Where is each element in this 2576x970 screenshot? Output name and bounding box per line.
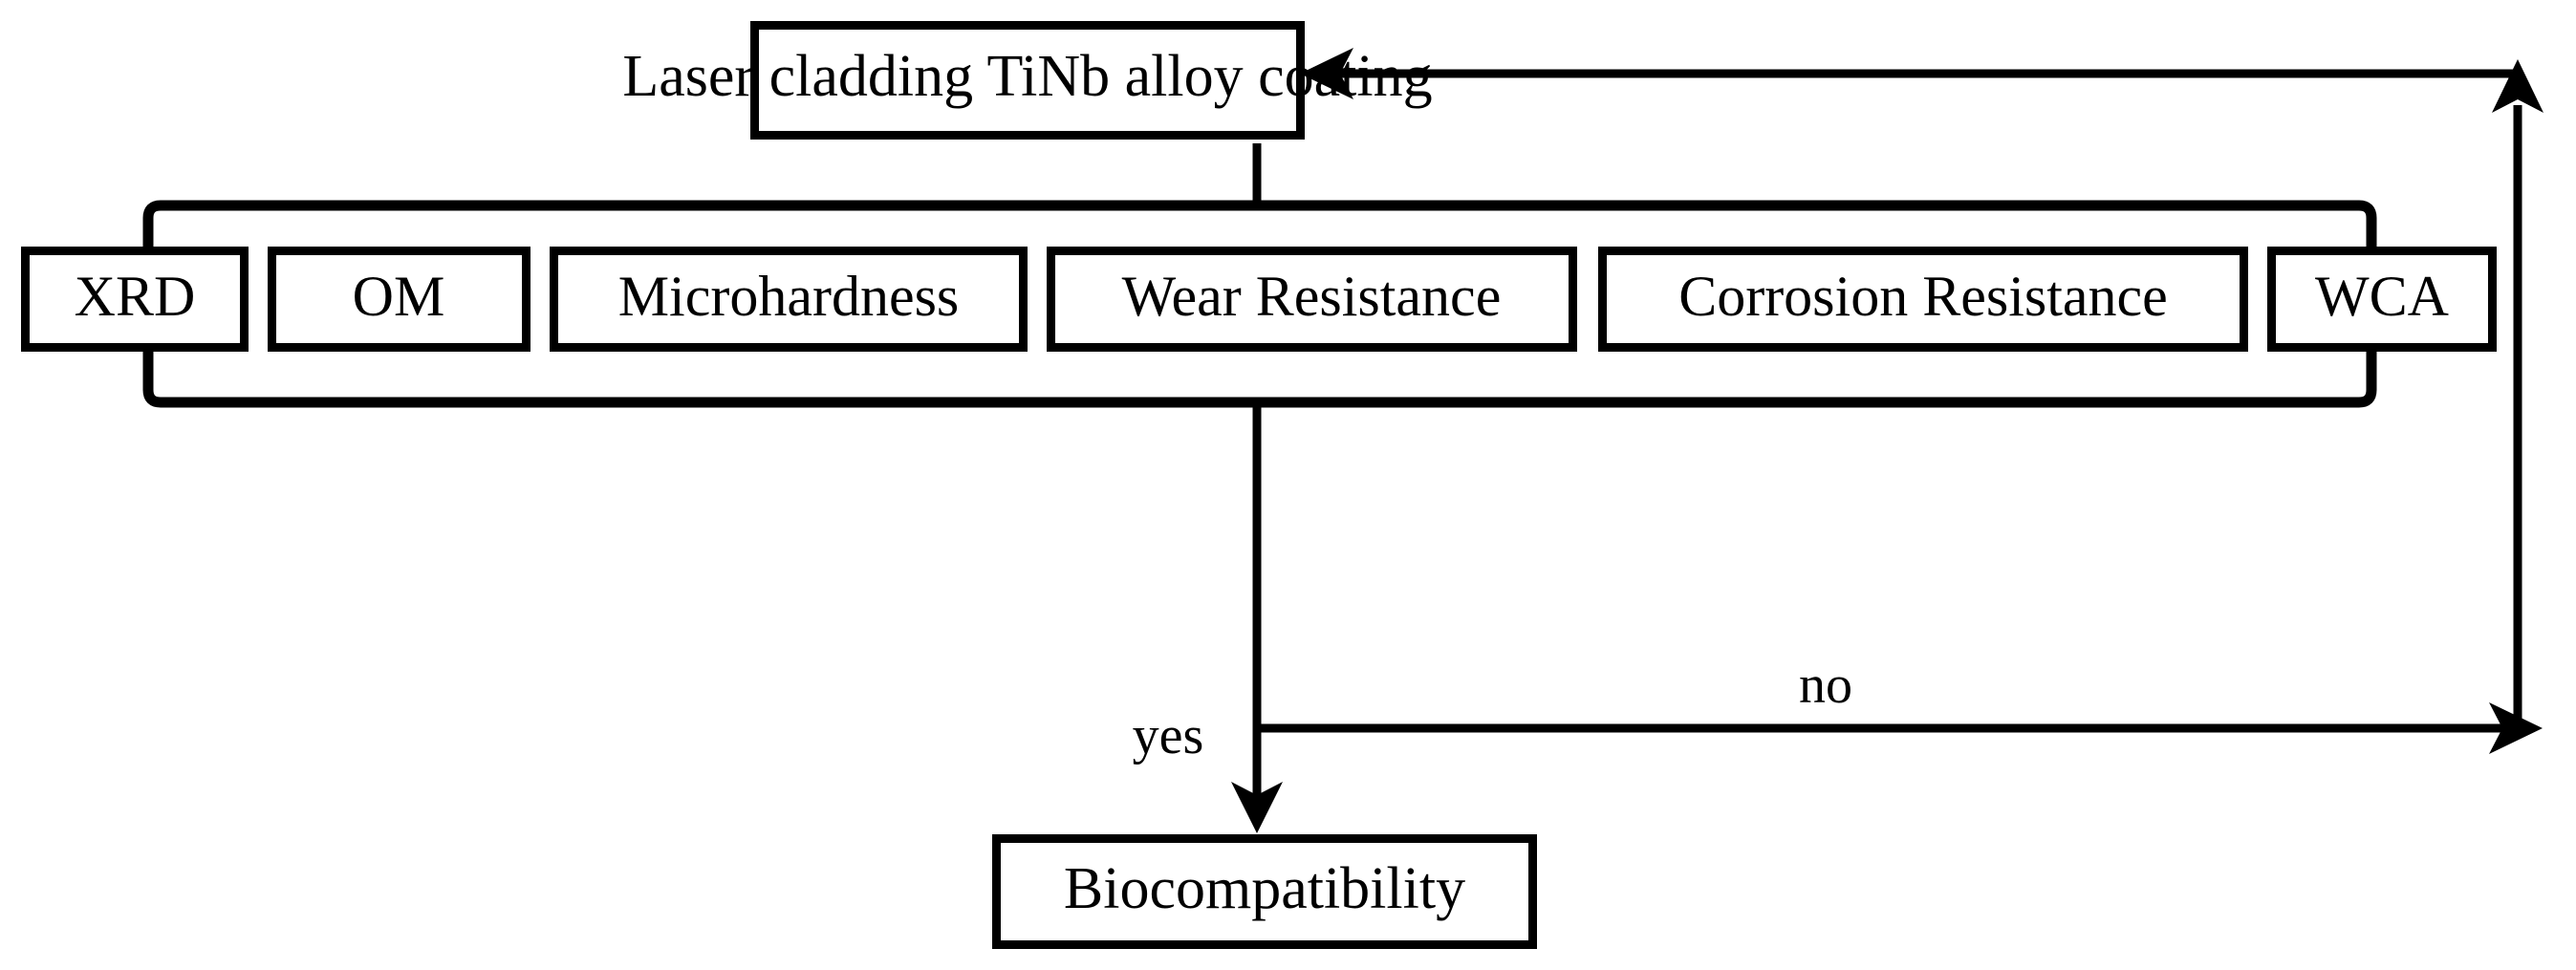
outcome-node-box[interactable] [992,834,1537,949]
edge-label-no: no [1799,656,1852,715]
test-node-label-corrosion-resistance: Corrosion Resistance [1678,265,2168,328]
test-node-label-xrd: XRD [75,265,196,328]
outcome-node-label: Biocompatibility [1064,856,1465,921]
return-arrow-head-left-icon [1300,48,1353,99]
yes-arrow-head-icon [1231,782,1283,833]
test-node-label-microhardness: Microhardness [618,265,960,328]
source-node-label: Laser cladding TiNb alloy coating [622,44,1432,109]
test-node-label-wca: WCA [2315,265,2449,328]
test-node-box-corrosion-resistance[interactable] [1598,247,2248,352]
edge-label-yes: yes [1133,706,1204,765]
test-node-box-wear-resistance[interactable] [1047,247,1577,352]
source-node-box[interactable] [750,21,1305,140]
test-node-label-om: OM [353,265,445,328]
test-node-box-microhardness[interactable] [550,247,1028,352]
test-node-label-wear-resistance: Wear Resistance [1122,265,1502,328]
test-node-box-om[interactable] [268,247,530,352]
test-node-box-xrd[interactable] [21,247,249,352]
test-node-box-wca[interactable] [2267,247,2497,352]
return-arrow-head-up-icon [2492,59,2544,113]
